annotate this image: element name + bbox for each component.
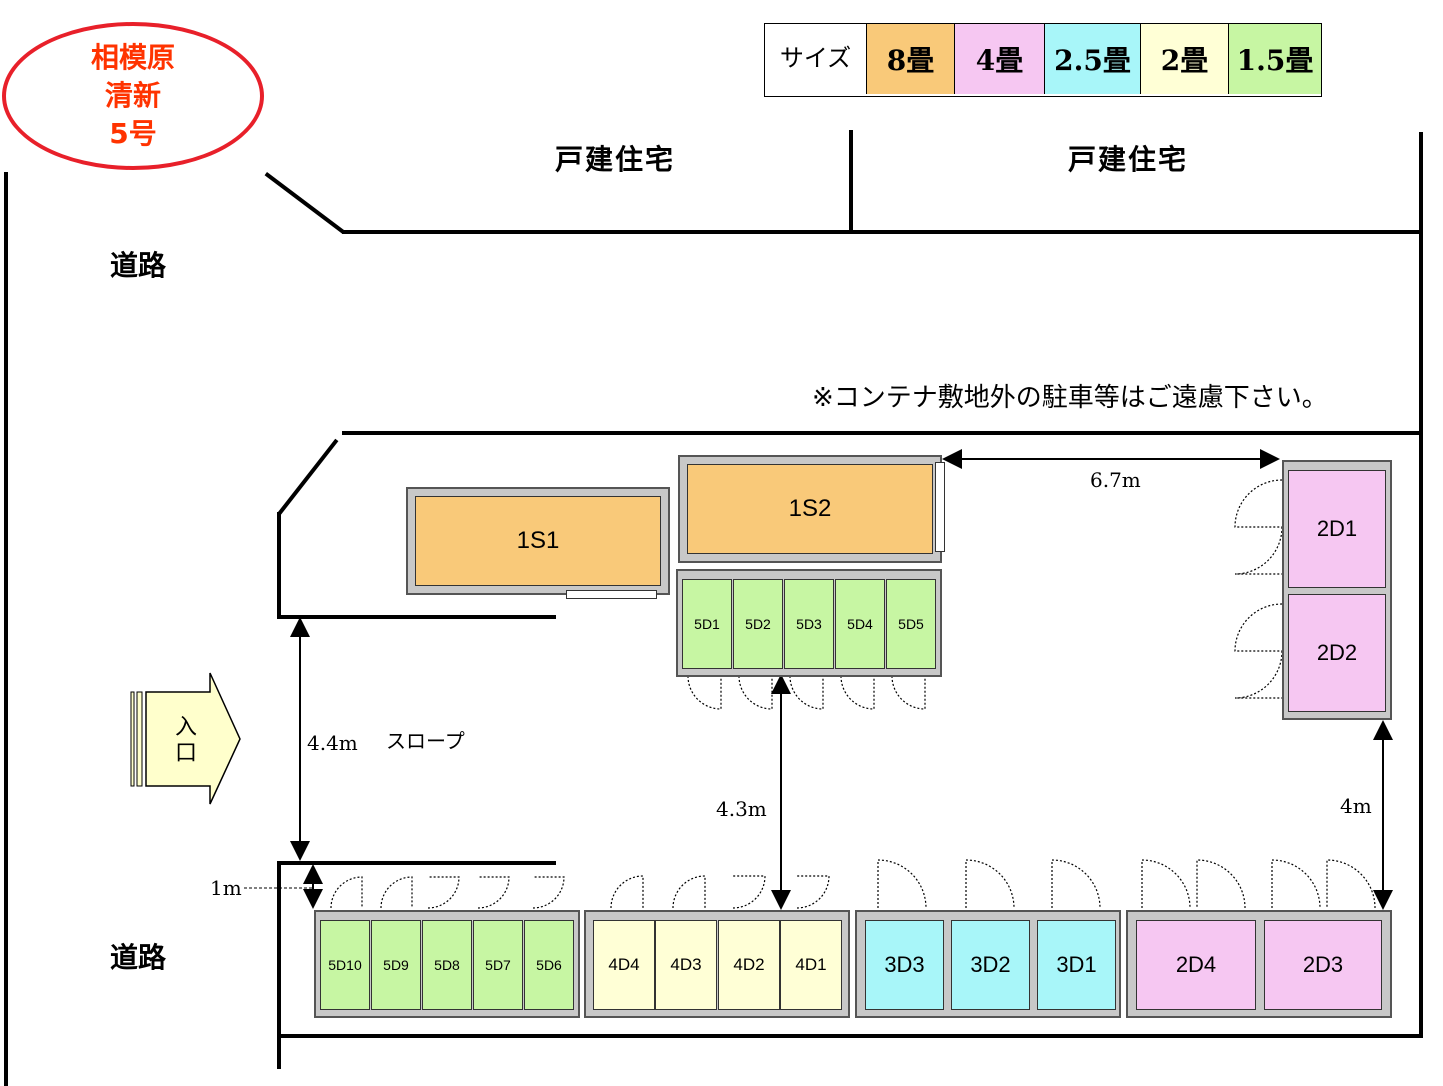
house-divider-line	[849, 130, 853, 232]
right-boundary-upper	[1419, 132, 1423, 433]
lot-left-upper-line	[277, 512, 281, 618]
legend-size-1-5: 1.5畳	[1229, 24, 1321, 94]
entry-lower-edge	[277, 861, 556, 865]
storage-unit-5d6[interactable]: 5D6	[524, 920, 574, 1010]
slope-label: スロープ	[386, 729, 465, 753]
container-1s1-frame: 1S1	[406, 487, 670, 595]
aisle-mid-label: 4.3m	[716, 797, 767, 821]
road-label-top: 道路	[110, 249, 167, 282]
house-boundary-line	[342, 230, 1423, 234]
storage-unit-2d1[interactable]: 2D1	[1288, 470, 1386, 588]
storage-unit-5d9[interactable]: 5D9	[371, 920, 421, 1010]
container-5d-top-frame: 5D1 5D2 5D3 5D4 5D5	[676, 569, 942, 677]
storage-unit-2d3[interactable]: 2D3	[1264, 920, 1382, 1010]
storage-unit-5d7[interactable]: 5D7	[473, 920, 523, 1010]
size-legend: サイズ 8畳 4畳 2.5畳 2畳 1.5畳	[764, 23, 1322, 97]
door-swings	[330, 479, 1376, 909]
storage-unit-5d3[interactable]: 5D3	[784, 579, 834, 669]
width-top-label: 6.7m	[1090, 468, 1141, 492]
storage-unit-5d10[interactable]: 5D10	[320, 920, 370, 1010]
site-name-line-2: 清新	[104, 79, 161, 112]
storage-unit-4d2[interactable]: 4D2	[718, 920, 780, 1010]
lot-bottom-line	[281, 1034, 1423, 1038]
legend-size-8: 8畳	[867, 24, 955, 94]
site-name-badge: 相模原 清新 5号	[2, 22, 264, 170]
container-5d-bottom-frame: 5D10 5D9 5D8 5D7 5D6	[314, 910, 580, 1018]
setback-label: 1m	[210, 876, 242, 900]
entrance-label: 入口	[174, 715, 197, 766]
legend-size-2-5: 2.5畳	[1045, 24, 1141, 94]
aisle-right-label: 4m	[1340, 794, 1372, 818]
storage-unit-1s2[interactable]: 1S2	[687, 464, 933, 554]
storage-unit-4d3[interactable]: 4D3	[655, 920, 717, 1010]
legend-header: サイズ	[765, 24, 867, 94]
lot-left-lower-line	[277, 861, 281, 1069]
entry-upper-edge	[277, 615, 556, 619]
storage-unit-3d1[interactable]: 3D1	[1037, 920, 1116, 1010]
container-1s2-frame: 1S2	[678, 455, 942, 563]
legend-size-4: 4畳	[955, 24, 1045, 94]
container-2d-bottom-frame: 2D4 2D3	[1126, 910, 1392, 1018]
storage-unit-4d4[interactable]: 4D4	[593, 920, 655, 1010]
container-2d-right-frame: 2D1 2D2	[1282, 460, 1392, 720]
door-1s2	[935, 462, 945, 552]
lot-top-line	[342, 431, 1423, 435]
parking-notice: ※コンテナ敷地外の駐車等はご遠慮下さい。	[812, 383, 1328, 413]
house-label-right: 戸建住宅	[1068, 143, 1189, 176]
door-1s1	[566, 590, 657, 599]
storage-unit-3d2[interactable]: 3D2	[951, 920, 1030, 1010]
container-4d-frame: 4D4 4D3 4D2 4D1	[584, 910, 850, 1018]
legend-size-2: 2畳	[1141, 24, 1229, 94]
storage-unit-3d3[interactable]: 3D3	[865, 920, 944, 1010]
site-name-line-1: 相模原	[90, 41, 175, 74]
container-3d-frame: 3D3 3D2 3D1	[855, 910, 1121, 1018]
entrance-arrow	[130, 672, 241, 805]
right-boundary-lower	[1419, 433, 1423, 1038]
road-label-bottom: 道路	[110, 941, 167, 974]
storage-unit-4d1[interactable]: 4D1	[780, 920, 842, 1010]
storage-unit-5d5[interactable]: 5D5	[886, 579, 936, 669]
site-name-line-3: 5号	[109, 117, 157, 150]
storage-unit-2d4[interactable]: 2D4	[1136, 920, 1256, 1010]
left-boundary-line	[4, 172, 8, 1086]
storage-unit-1s1[interactable]: 1S1	[415, 496, 661, 586]
storage-unit-5d1[interactable]: 5D1	[682, 579, 732, 669]
storage-unit-5d8[interactable]: 5D8	[422, 920, 472, 1010]
width-entry-label: 4.4m	[307, 731, 358, 755]
house-label-left: 戸建住宅	[555, 143, 676, 176]
storage-unit-5d2[interactable]: 5D2	[733, 579, 783, 669]
storage-unit-2d2[interactable]: 2D2	[1288, 594, 1386, 712]
storage-unit-5d4[interactable]: 5D4	[835, 579, 885, 669]
